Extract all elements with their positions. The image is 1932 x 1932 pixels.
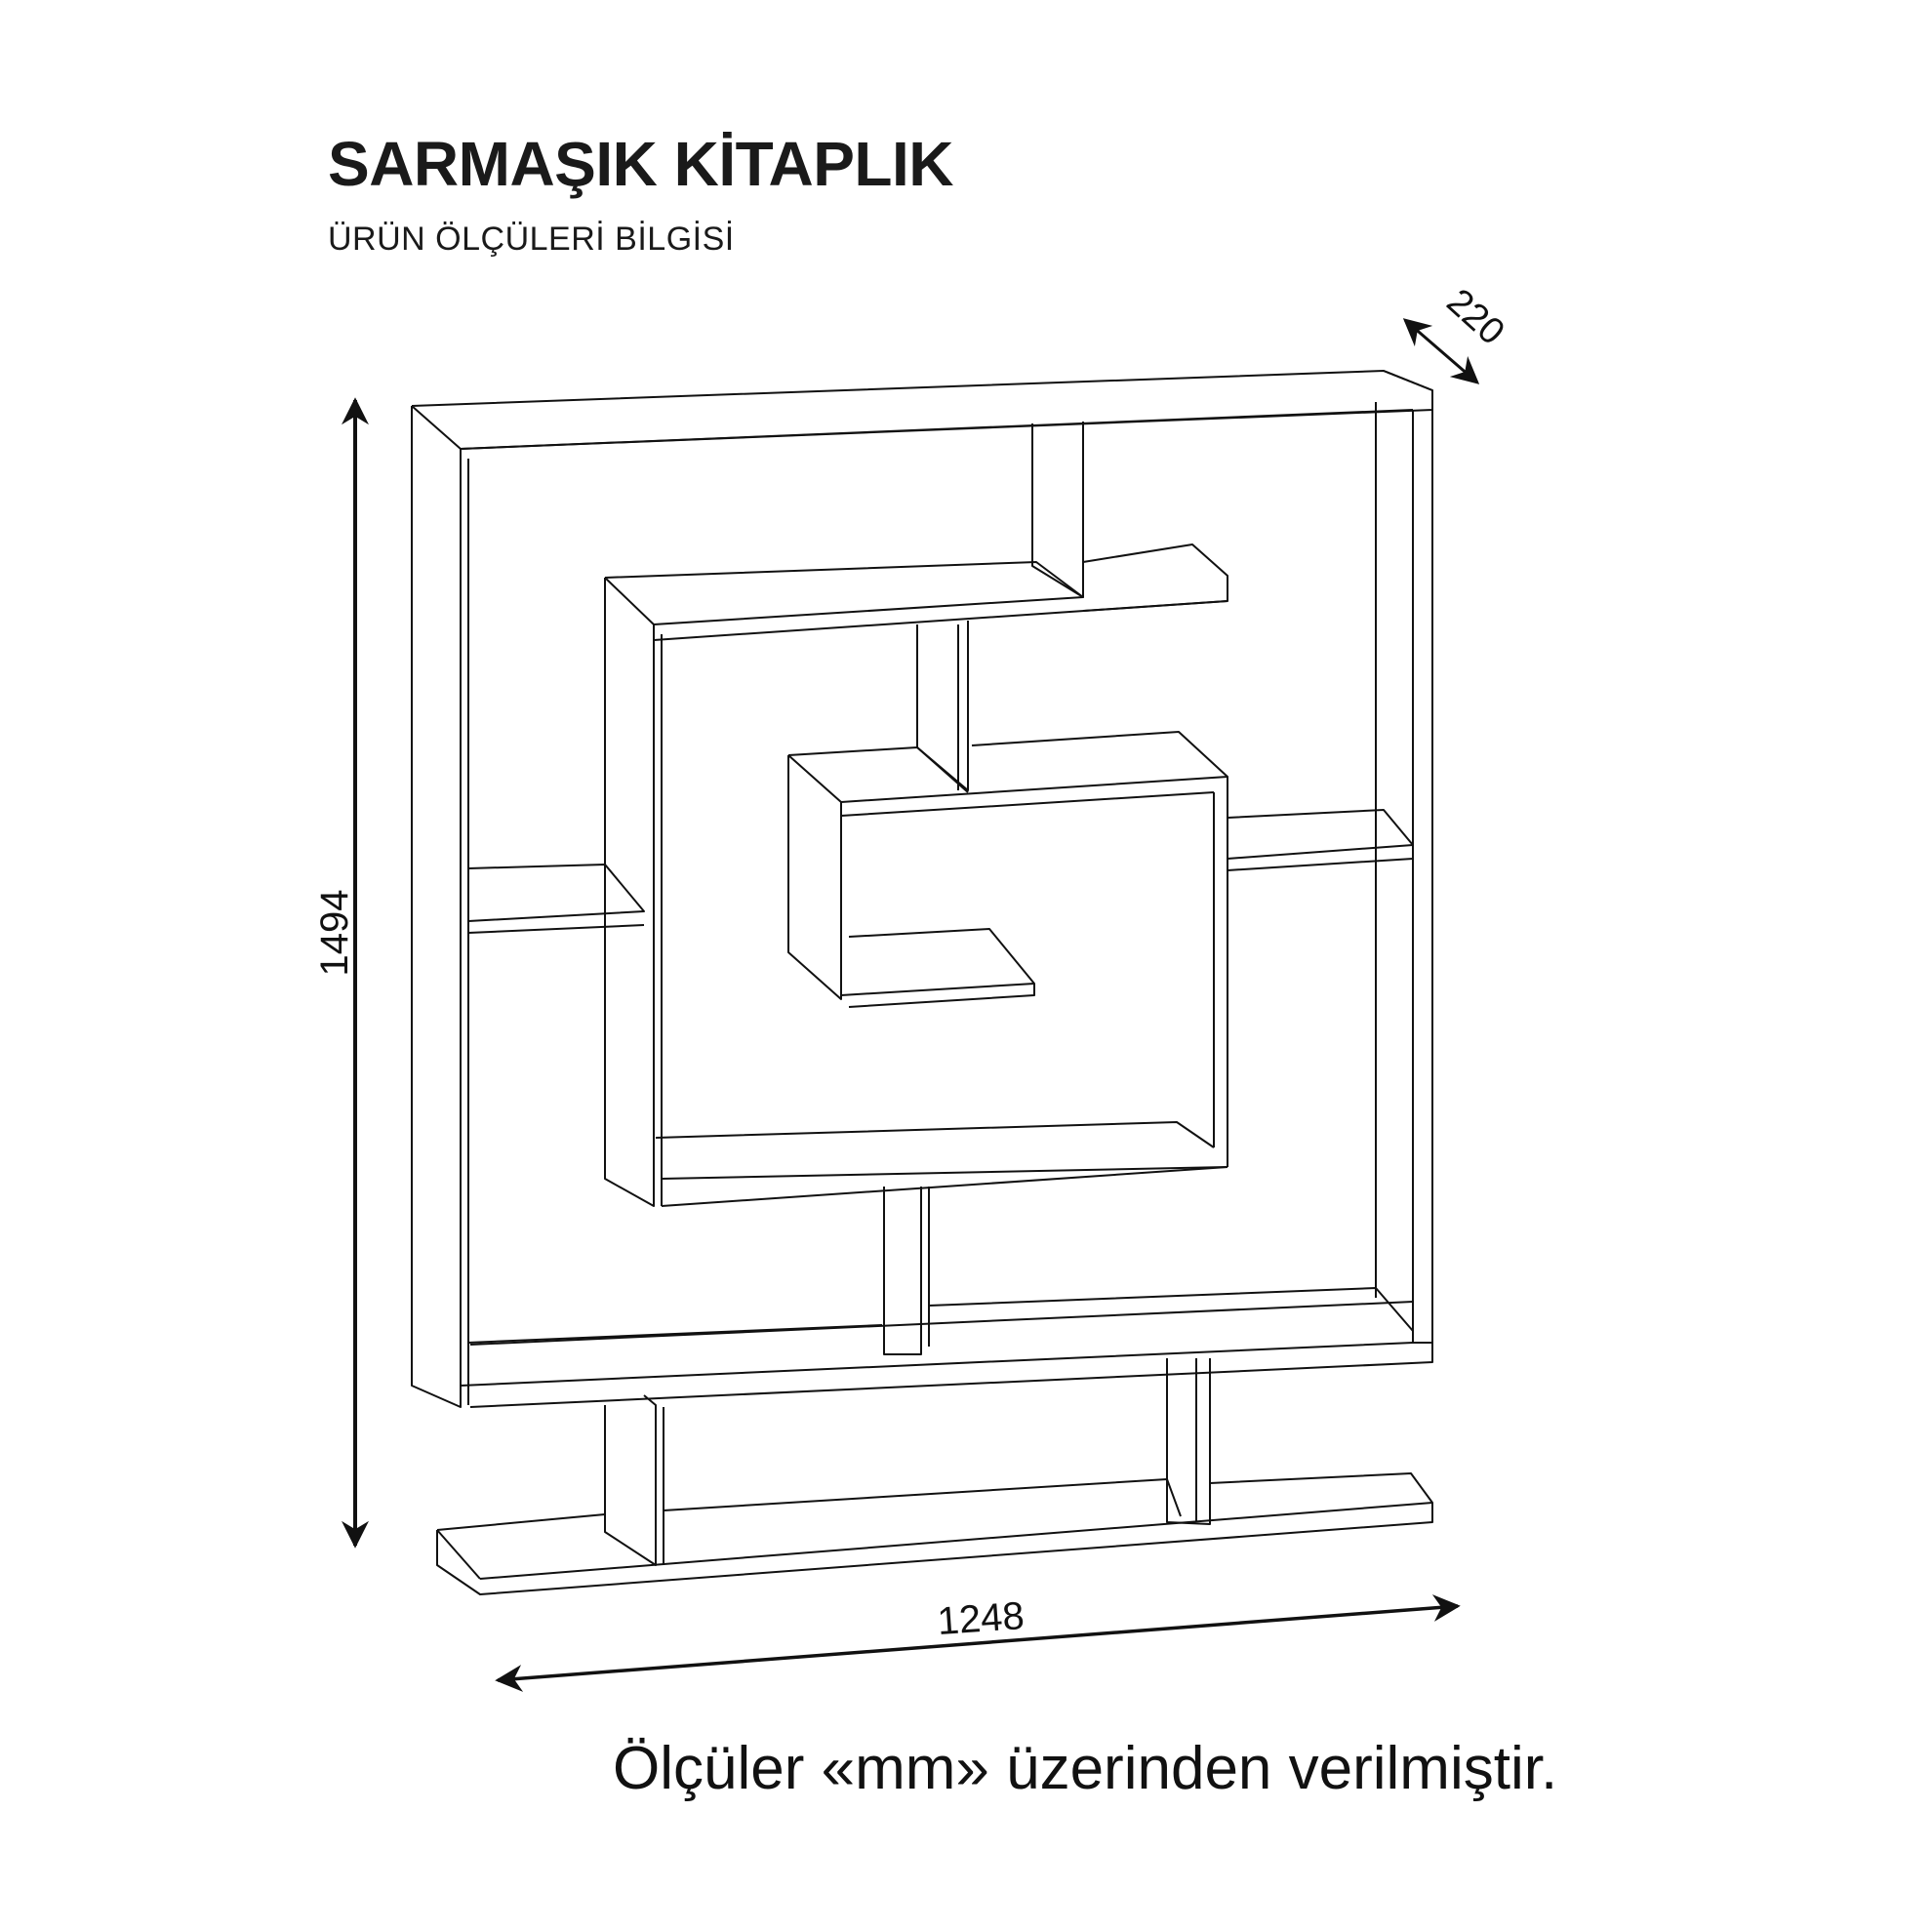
- height-dimension: 1494: [313, 397, 369, 1549]
- height-dimension-label: 1494: [313, 890, 356, 977]
- product-subtitle: ÜRÜN ÖLÇÜLERİ BİLGİSİ: [328, 221, 735, 258]
- depth-dimension-label: 220: [1438, 281, 1511, 353]
- width-dimension: 1248: [495, 1594, 1461, 1693]
- shelf-outline: [411, 370, 1433, 1595]
- depth-dimension: 220: [1402, 281, 1512, 384]
- width-dimension-label: 1248: [936, 1594, 1026, 1643]
- product-title: SARMAŞIK KİTAPLIK: [328, 129, 953, 199]
- units-footnote: Ölçüler «mm» üzerinden verilmiştir.: [613, 1735, 1558, 1802]
